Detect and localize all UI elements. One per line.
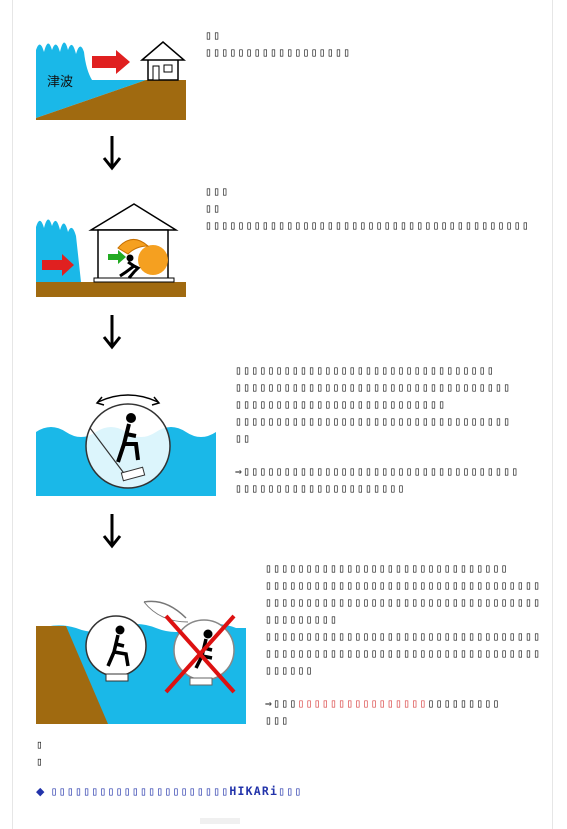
floating-capsule-illustration — [36, 394, 216, 496]
diamond-bullet-icon: ◆ — [36, 785, 45, 798]
down-arrow-icon — [102, 514, 122, 549]
tsunami-label: 津波 — [47, 75, 74, 90]
step-4-text: ▯▯▯▯▯▯▯▯▯▯▯▯▯▯▯▯▯▯▯▯▯▯▯▯▯▯▯▯▯▯ ▯▯▯▯▯▯▯▯▯… — [265, 561, 542, 677]
hikari-link-text[interactable]: ▯▯▯▯▯▯▯▯▯▯▯▯▯▯▯▯▯▯▯▯▯▯HIKARi▯▯▯ — [50, 784, 303, 798]
content-frame — [12, 0, 553, 829]
page-footer-mark — [200, 818, 240, 824]
tsunami-house-illustration — [36, 41, 186, 120]
hikari-link[interactable]: ◆ ▯▯▯▯▯▯▯▯▯▯▯▯▯▯▯▯▯▯▯▯▯▯HIKARi▯▯▯ — [36, 784, 303, 798]
down-arrow-icon — [102, 136, 122, 171]
capsule-ashore-illustration — [36, 600, 246, 724]
step-1-text: ▯▯ ▯▯▯▯▯▯▯▯▯▯▯▯▯▯▯▯▯▯ — [205, 28, 352, 59]
capsule-in-house-illustration — [36, 203, 186, 297]
step-2-text: ▯▯▯ ▯▯ ▯▯▯▯▯▯▯▯▯▯▯▯▯▯▯▯▯▯▯▯▯▯▯▯▯▯▯▯▯▯▯▯▯… — [205, 184, 530, 232]
footer-note-1: ▯ — [36, 738, 44, 751]
step-3-text: ▯▯▯▯▯▯▯▯▯▯▯▯▯▯▯▯▯▯▯▯▯▯▯▯▯▯▯▯▯▯▯▯ ▯▯▯▯▯▯▯… — [235, 363, 512, 445]
step-4-note: ⇒▯▯▯▯▯▯▯▯▯▯▯▯▯▯▯▯▯▯▯▯▯▯▯▯▯▯▯▯ ▯▯▯ — [265, 696, 501, 727]
step-3-note: ⇒▯▯▯▯▯▯▯▯▯▯▯▯▯▯▯▯▯▯▯▯▯▯▯▯▯▯▯▯▯▯▯▯▯▯ ▯▯▯▯… — [235, 464, 520, 495]
footer-note-2: ▯ — [36, 755, 44, 768]
warning-highlight: ▯▯▯▯▯▯▯▯▯▯▯▯▯▯▯▯ — [297, 696, 428, 710]
down-arrow-icon — [102, 315, 122, 350]
